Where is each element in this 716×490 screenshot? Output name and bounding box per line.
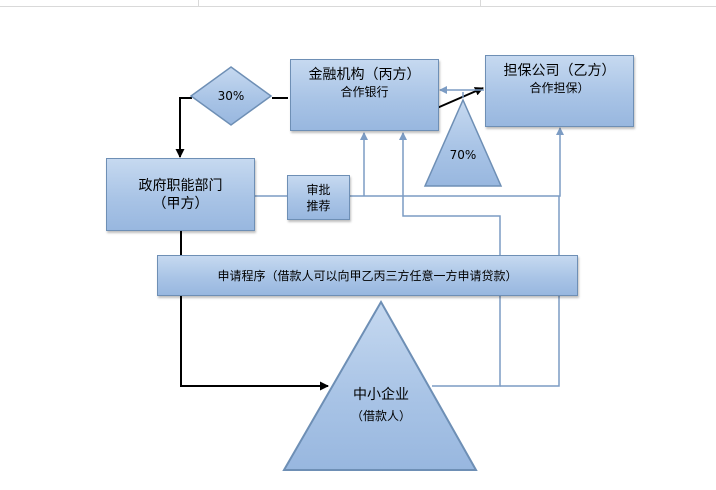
connector-gov-share xyxy=(175,97,192,158)
sme-triangle xyxy=(282,299,478,471)
connector-gov-to-sme xyxy=(180,230,329,391)
gov-title: 政府职能部门 xyxy=(138,177,223,194)
share-gov-label: 30% xyxy=(217,89,245,103)
guarantee-subtitle: 合作担保） xyxy=(529,81,590,95)
approval-box[interactable]: 审批 推荐 xyxy=(287,175,350,220)
guarantee-title: 担保公司（乙方） xyxy=(503,63,616,79)
bank-box[interactable]: 金融机构（丙方） 合作银行 xyxy=(290,59,439,131)
guarantee-box[interactable]: 担保公司（乙方） 合作担保） xyxy=(485,55,634,127)
connector-procedure-to-bank xyxy=(399,132,501,255)
approval-line1: 审批 xyxy=(306,182,331,197)
connector-bank-to-guarantee xyxy=(436,87,484,109)
approval-line2: 推荐 xyxy=(306,198,331,213)
share-diamond xyxy=(189,66,273,126)
connector-approval-to-guarantee xyxy=(350,127,564,197)
page-edge-tick xyxy=(480,0,481,6)
gov-subtitle: （甲方） xyxy=(152,195,209,212)
page-top-edge xyxy=(0,0,716,7)
share-guarantee-label: 70% xyxy=(449,148,477,162)
share-triangle xyxy=(423,98,503,187)
procedure-bar[interactable]: 申请程序（借款人可以向甲乙丙三方任意一方申请贷款） xyxy=(157,255,578,296)
bank-title: 金融机构（丙方） xyxy=(308,67,421,83)
connector-sme-to-procedure xyxy=(432,296,501,387)
page-edge-tick xyxy=(198,0,199,6)
sme-title: 中小企业 xyxy=(353,387,409,403)
bank-subtitle: 合作银行 xyxy=(340,85,389,99)
procedure-label: 申请程序（借款人可以向甲乙丙三方任意一方申请贷款） xyxy=(217,268,518,283)
gov-box[interactable]: 政府职能部门 （甲方） xyxy=(106,158,255,231)
sme-subtitle: （借款人） xyxy=(350,409,411,423)
connector-sme-to-guarantee xyxy=(500,296,560,387)
